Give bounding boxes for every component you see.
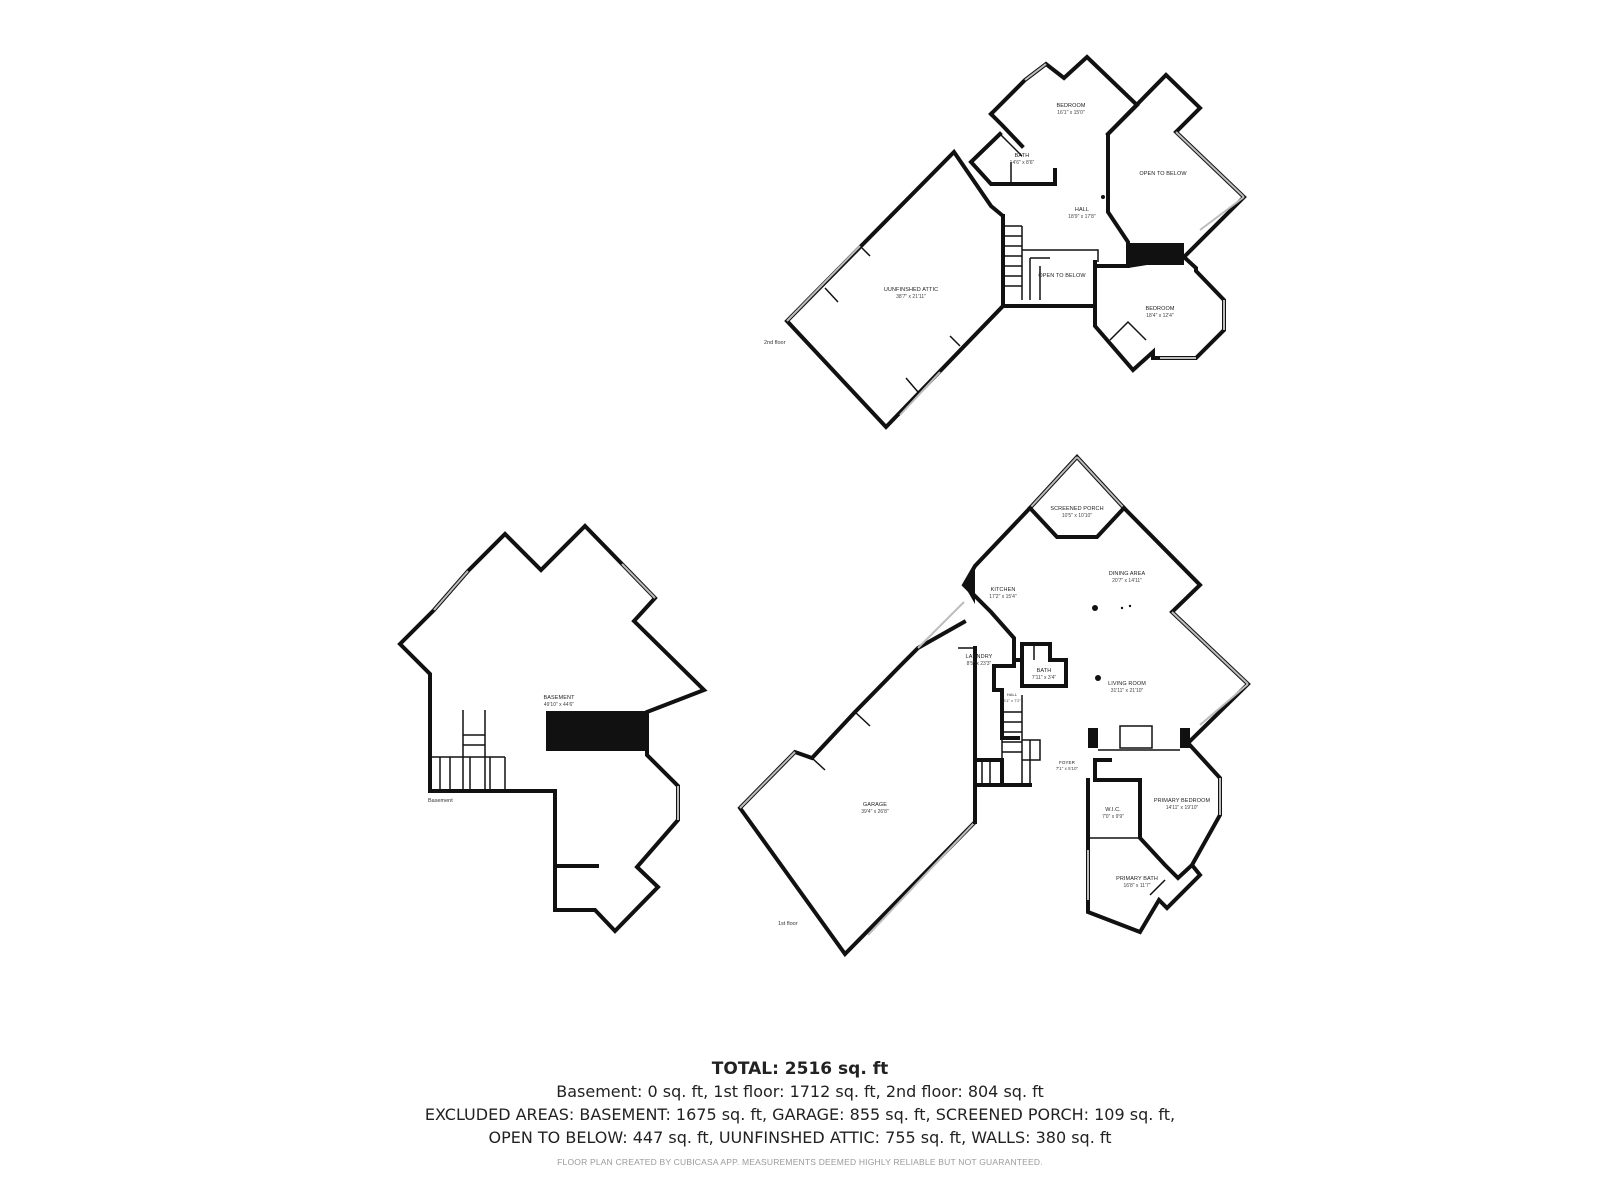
total-area: TOTAL: 2516 sq. ft xyxy=(711,1059,889,1079)
stair-1st xyxy=(973,695,1041,787)
room-dims-hall-1st: 3'1" x 7'2" xyxy=(1003,698,1021,703)
room-dims-hall-2nd: 18'9" x 17'8" xyxy=(1068,214,1096,220)
room-label-kitchen: KITCHEN xyxy=(991,587,1016,593)
primary-suite-walls xyxy=(1086,758,1203,935)
room-label-dining: DINING AREA xyxy=(1109,571,1146,577)
room-dims-garage: 39'4" x 26'8" xyxy=(861,809,889,815)
room-dims-dining: 20'7" x 14'11" xyxy=(1112,578,1142,584)
disclaimer: FLOOR PLAN CREATED BY CUBICASA APP. MEAS… xyxy=(557,1157,1043,1167)
room-dims-bath-1st: 7'11" x 3'4" xyxy=(1032,675,1056,681)
floor-areas: Basement: 0 sq. ft, 1st floor: 1712 sq. … xyxy=(556,1082,1044,1101)
room-dims-bedroom-south: 18'4" x 12'4" xyxy=(1146,313,1174,319)
main-floor-walls xyxy=(961,505,1033,692)
room-dims-wic: 7'0" x 9'9" xyxy=(1102,814,1124,820)
room-dims-bath-2nd: 14'6" x 8'6" xyxy=(1010,160,1035,166)
garage-walls xyxy=(737,619,1032,958)
floor-label-basement: Basement xyxy=(428,798,453,804)
stair-basement xyxy=(430,710,506,791)
room-label-open-to-below-east: OPEN TO BELOW xyxy=(1139,171,1187,177)
second-floor-plan xyxy=(784,54,1247,430)
room-label-primary-bedroom: PRIMARY BEDROOM xyxy=(1154,798,1211,804)
floor-label-2nd: 2nd floor xyxy=(764,340,786,346)
room-label-bath-2nd: BATH xyxy=(1015,153,1030,159)
room-dims-screened-porch: 10'5" x 10'10" xyxy=(1062,513,1092,519)
stair-2nd xyxy=(1003,225,1099,300)
room-label-primary-bath: PRIMARY BATH xyxy=(1116,876,1158,882)
room-label-bedroom-north: BEDROOM xyxy=(1056,103,1085,109)
room-dims-bedroom-north: 16'1" x 15'0" xyxy=(1057,110,1085,116)
room-label-bath-1st: BATH xyxy=(1037,668,1052,674)
hall-walls xyxy=(1001,214,1097,308)
floor-plan-drawing: BEDROOM 16'1" x 15'0" BATH 14'6" x 8'6" … xyxy=(397,54,1251,958)
room-label-hall-2nd: HALL xyxy=(1075,207,1089,213)
room-dims-laundry: 8'5" x 23'3" xyxy=(967,661,992,667)
screened-porch-walls xyxy=(1027,454,1127,539)
room-label-screened-porch: SCREENED PORCH xyxy=(1050,506,1103,512)
first-floor-plan xyxy=(737,454,1251,958)
room-label-garage: GARAGE xyxy=(863,802,887,808)
bath-walls xyxy=(1012,642,1068,688)
open-to-below-east-walls xyxy=(1105,72,1247,260)
room-label-basement: BASEMENT xyxy=(543,695,575,701)
room-dims-primary-bath: 16'8" x 11'7" xyxy=(1123,883,1150,889)
room-label-attic: UUNFINSHED ATTIC xyxy=(884,287,938,293)
room-dims-basement: 49'10" x 44'6" xyxy=(544,702,574,708)
floor-label-1st: 1st floor xyxy=(778,921,798,927)
room-label-open-to-below-stair: OPEN TO BELOW xyxy=(1038,273,1086,279)
room-label-foyer: FOYER xyxy=(1059,760,1076,765)
room-label-laundry: LAUNDRY xyxy=(966,654,993,660)
room-dims-living: 31'11" x 21'10" xyxy=(1111,688,1144,694)
excluded-areas-line-1: EXCLUDED AREAS: BASEMENT: 1675 sq. ft, G… xyxy=(424,1105,1176,1124)
area-summary: TOTAL: 2516 sq. ft Basement: 0 sq. ft, 1… xyxy=(0,1058,1600,1167)
basement-plan xyxy=(397,523,708,934)
room-dims-foyer: 7'1" x 5'10" xyxy=(1056,766,1079,771)
room-labels: BEDROOM 16'1" x 15'0" BATH 14'6" x 8'6" … xyxy=(428,103,1210,927)
room-label-wic: W.I.C. xyxy=(1105,807,1121,813)
room-dims-kitchen: 17'2" x 15'4" xyxy=(989,594,1017,600)
room-label-bedroom-south: BEDROOM xyxy=(1145,306,1174,312)
room-label-hall-1st: HALL xyxy=(1007,692,1018,697)
excluded-areas-line-2: OPEN TO BELOW: 447 sq. ft, UUNFINSHED AT… xyxy=(488,1128,1112,1147)
room-dims-primary-bedroom: 14'11" x 19'10" xyxy=(1166,805,1199,811)
room-dims-attic: 38'7" x 21'11" xyxy=(896,294,926,300)
room-label-living: LIVING ROOM xyxy=(1108,681,1146,687)
